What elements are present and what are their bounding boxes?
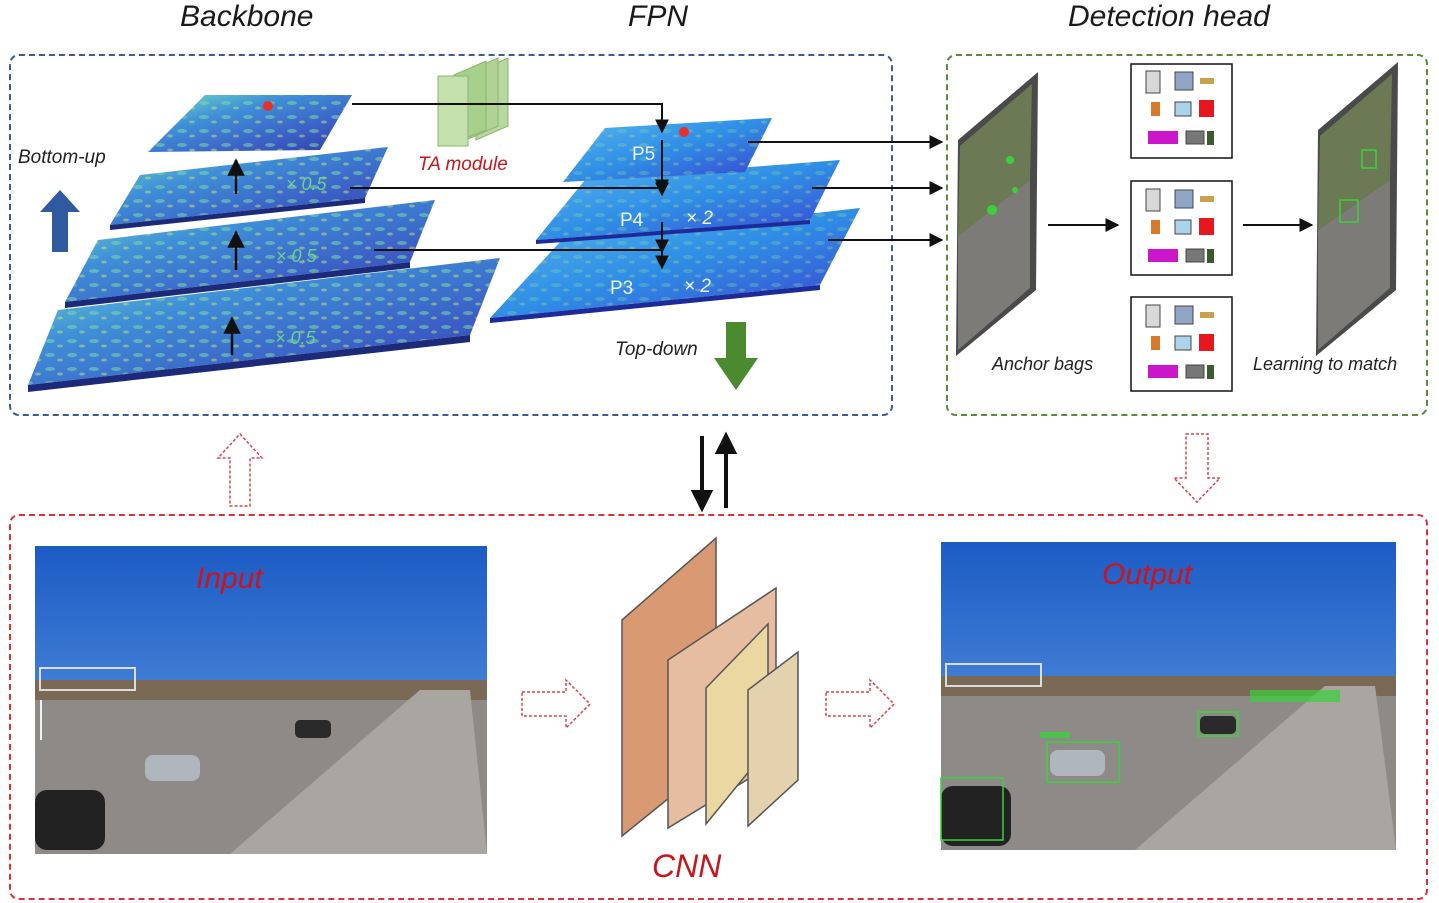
red-up-arrow	[216, 432, 264, 507]
pipeline-arrow-2	[825, 678, 896, 730]
detection-head-panel	[946, 54, 1428, 416]
anchor-bags-label: Anchor bags	[992, 354, 1094, 374]
fpn-scale-label-p3: × 2	[684, 276, 711, 297]
pipeline-panel	[9, 514, 1428, 900]
backbone-feature-maps	[28, 95, 500, 392]
anchor-bag-3	[1130, 296, 1233, 392]
bidirectional-arrows	[690, 431, 738, 513]
learning-to-match-label: Learning to match	[1253, 354, 1398, 374]
output-label: Output	[1102, 558, 1193, 591]
fpn-p5-label: P5	[632, 144, 656, 165]
ta-module-label: TA module	[418, 154, 508, 175]
bottom-up-arrows	[223, 158, 245, 355]
fpn-to-head-arrows	[748, 135, 944, 247]
head-input-image	[956, 72, 1038, 356]
fpn-title: FPN	[628, 0, 688, 33]
backbone-scale-label-1: × 0.5	[286, 174, 327, 194]
anchor-bag-2	[1130, 180, 1233, 276]
lateral-connections	[350, 103, 669, 270]
cnn-blocks	[621, 536, 799, 838]
input-label: Input	[196, 562, 263, 595]
fpn-feature-maps	[490, 118, 860, 323]
top-down-big-arrow	[714, 322, 758, 390]
bottom-up-label: Bottom-up	[18, 147, 106, 168]
backbone-scale-label-3: × 0.5	[275, 328, 316, 348]
input-photo	[35, 546, 487, 854]
fpn-scale-label-p4: × 2	[686, 208, 713, 229]
anchor-bag-1	[1130, 63, 1233, 159]
backbone-scale-label-2: × 0.5	[276, 246, 317, 266]
head-output-image	[1316, 62, 1398, 356]
cnn-label: CNN	[652, 848, 722, 884]
top-down-label: Top-down	[615, 339, 698, 360]
backbone-fpn-panel	[9, 54, 893, 416]
ta-module-blocks	[437, 57, 509, 147]
bottom-up-big-arrow	[40, 190, 80, 252]
fpn-p4-label: P4	[620, 210, 644, 231]
detection-head-title: Detection head	[1068, 0, 1270, 33]
red-down-arrow	[1172, 433, 1222, 504]
pipeline-arrow-1	[521, 678, 592, 730]
backbone-title: Backbone	[180, 0, 314, 33]
output-photo	[940, 542, 1396, 850]
fpn-p3-label: P3	[610, 278, 634, 299]
